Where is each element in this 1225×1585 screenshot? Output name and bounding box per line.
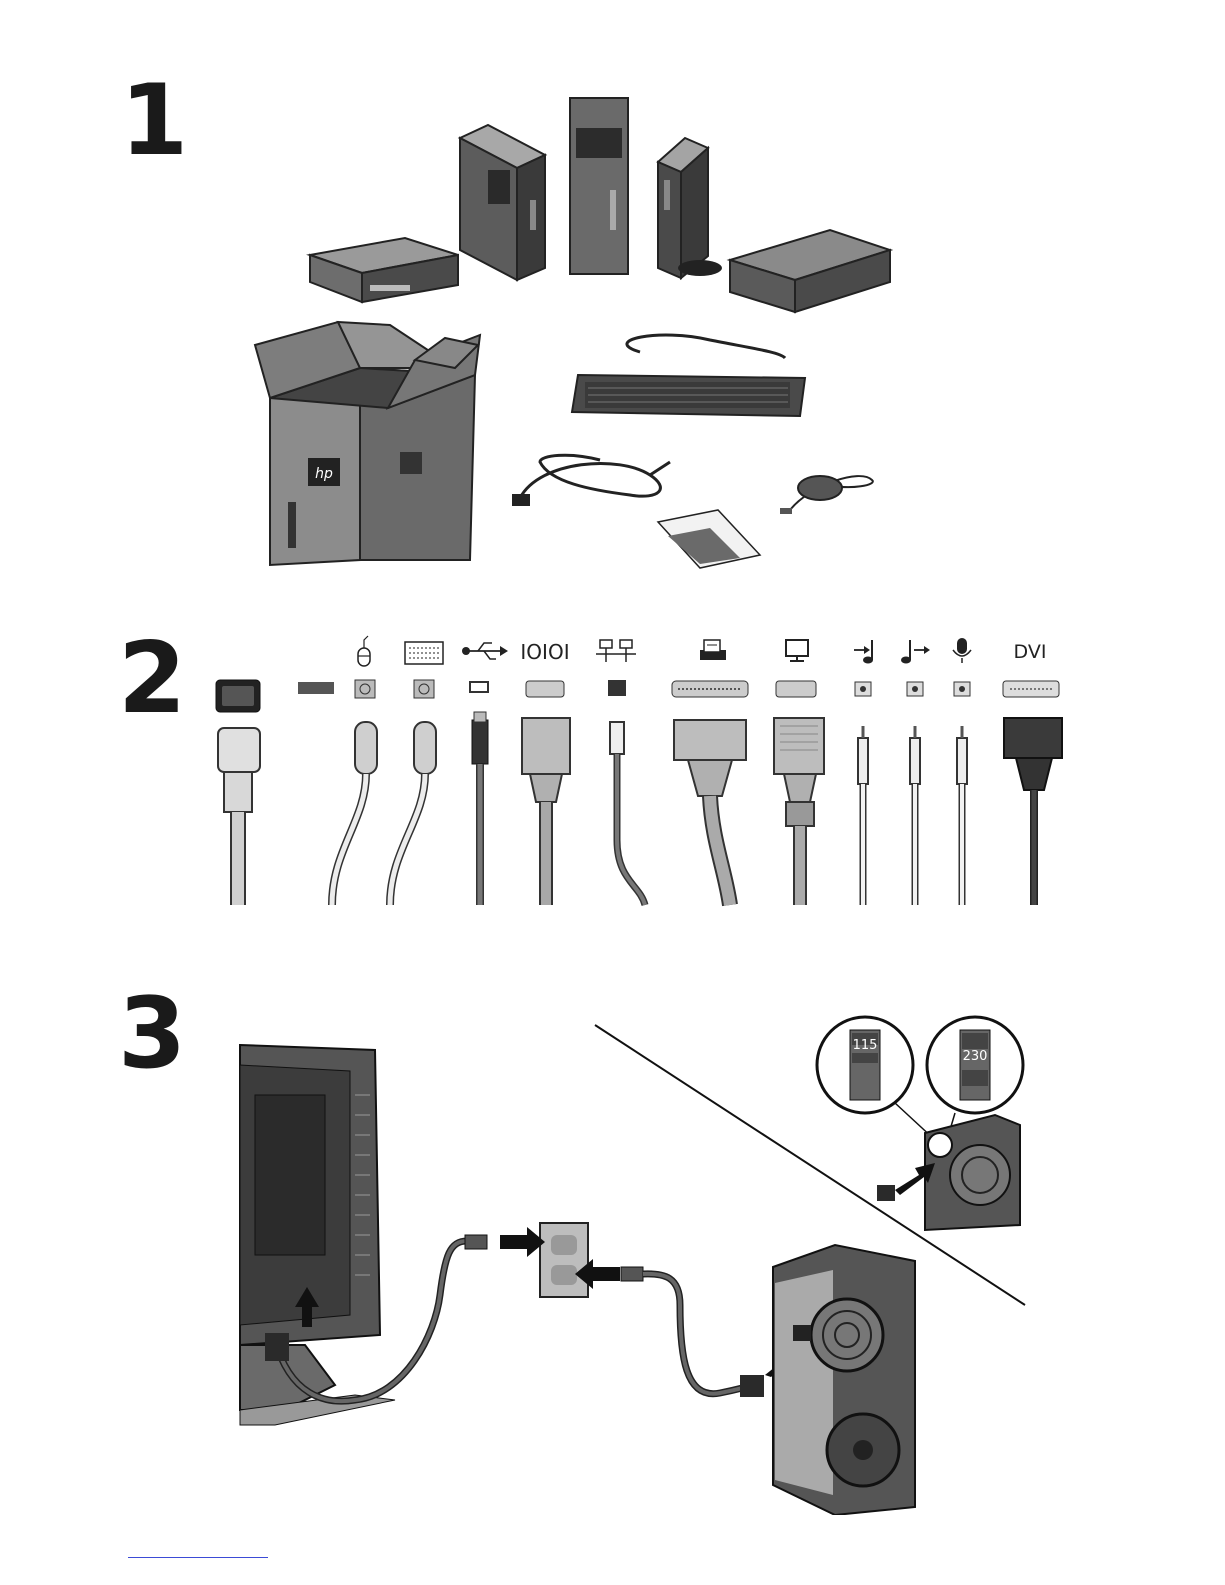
voltage-switch [298, 682, 334, 694]
footer-rule [128, 1557, 268, 1558]
outlet-plug-right [621, 1267, 643, 1281]
step1-illustration: hp [240, 90, 920, 580]
arrow-right-icon [500, 1227, 545, 1257]
serial-icon: IOIOI [520, 640, 569, 664]
microphone-icon [953, 638, 971, 663]
minitower-computer [460, 125, 545, 280]
mouse-icon [358, 636, 370, 666]
usb-port [462, 643, 508, 905]
monitor-back [240, 1045, 395, 1425]
outlet-plug-left [465, 1235, 487, 1249]
svg-text:hp: hp [315, 466, 333, 482]
voltage-callouts: 115 230 [817, 1017, 1023, 1230]
serial-port: IOIOI [520, 640, 570, 905]
line-out-port [901, 640, 930, 905]
voltage-230-label: 230 [963, 1049, 988, 1064]
step2-connectors: IOIOI [200, 630, 1080, 910]
network-port [596, 640, 645, 905]
network-icon [596, 640, 636, 662]
printer-icon [700, 640, 726, 660]
computer-power-plug [740, 1375, 764, 1397]
keyboard-port [390, 642, 443, 905]
monitor-port [774, 640, 824, 905]
voltage-115-label: 115 [853, 1038, 878, 1053]
power-cord-accessory [512, 455, 670, 506]
fan-top [811, 1299, 883, 1371]
dvi-label: DVI [1014, 641, 1047, 663]
step3-illustration: 115 230 [235, 1015, 1035, 1515]
wall-outlet [540, 1223, 588, 1297]
shipping-box: hp [255, 322, 480, 565]
computer-back [773, 1245, 915, 1515]
step-number-3: 3 [118, 985, 186, 1083]
monitor-power-plug [265, 1333, 289, 1361]
mouse-accessory [780, 476, 873, 514]
monitor-icon [786, 640, 808, 661]
slim-tower-computer [658, 138, 722, 278]
small-form-factor-computer [730, 230, 890, 312]
line-out-icon [901, 640, 930, 664]
keyboard-icon [405, 642, 443, 664]
usb-icon [462, 643, 508, 659]
line-in-port [854, 640, 873, 905]
mouse-port [332, 636, 377, 905]
keyboard-accessory [572, 335, 805, 416]
tower-computer [570, 98, 628, 274]
small-desktop-computer [310, 238, 458, 302]
step-number-2: 2 [118, 630, 186, 728]
line-in-icon [854, 640, 873, 664]
power-connector [216, 680, 260, 905]
dvi-port: DVI [1003, 641, 1062, 905]
callout-plug [877, 1185, 895, 1201]
documentation-booklet [658, 510, 760, 568]
microphone-port [953, 638, 971, 905]
printer-port [672, 640, 748, 905]
step-number-1: 1 [120, 72, 188, 170]
